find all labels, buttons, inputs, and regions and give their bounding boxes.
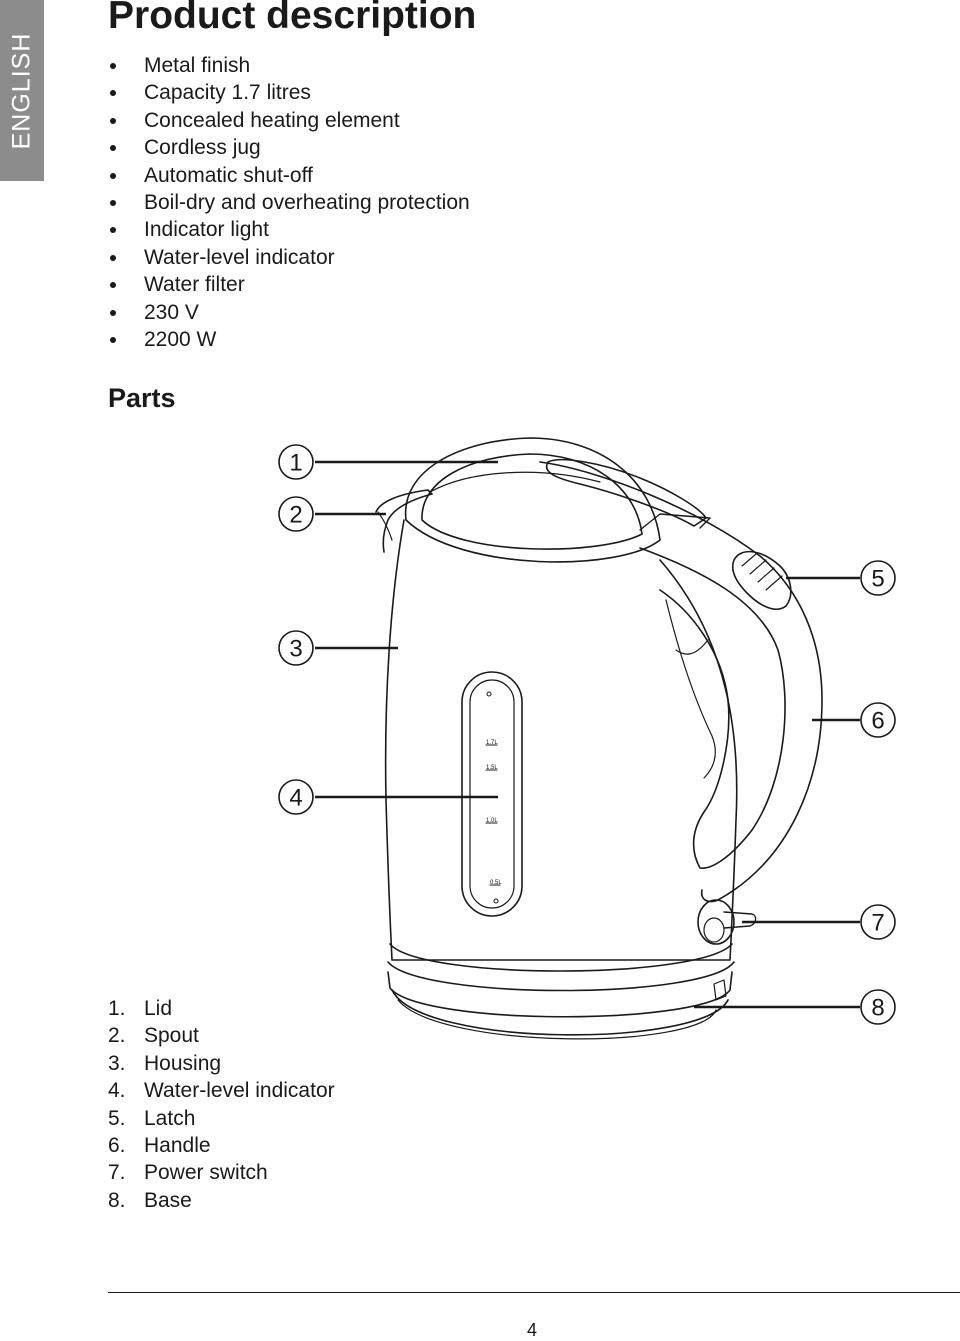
page-title: Product description: [108, 0, 477, 37]
part-item: 8. Base: [108, 1187, 335, 1214]
callout-8: 8: [860, 989, 896, 1025]
callout-markers: 1 2 3 4 5 6 7 8: [278, 444, 896, 1025]
callout-label: 4: [289, 785, 302, 812]
callout-7: 7: [860, 904, 896, 940]
feature-item: Concealed heating element: [108, 107, 470, 134]
part-item: 4. Water-level indicator: [108, 1077, 335, 1104]
part-name: Handle: [144, 1133, 211, 1157]
part-number: 6.: [108, 1133, 126, 1157]
part-number: 3.: [108, 1051, 126, 1075]
part-number: 4.: [108, 1079, 126, 1103]
part-item: 7. Power switch: [108, 1159, 335, 1186]
handle-inner: [639, 547, 786, 869]
part-name: Spout: [144, 1024, 199, 1048]
feature-item: Water-level indicator: [108, 244, 470, 271]
part-name: Lid: [144, 997, 173, 1020]
part-item: 6. Handle: [108, 1132, 335, 1159]
handle-outer: [539, 461, 823, 903]
kettle-body: [384, 519, 738, 961]
callout-2: 2: [278, 496, 314, 532]
callout-3: 3: [278, 630, 314, 666]
page-number: 4: [526, 1320, 537, 1340]
callout-5: 5: [860, 560, 896, 596]
parts-heading: Parts: [108, 383, 176, 413]
feature-item: Indicator light: [108, 216, 470, 243]
callout-label: 7: [871, 910, 884, 937]
part-name: Base: [144, 1188, 192, 1212]
kettle-base: [387, 943, 735, 1040]
gauge-mark: 1.7L: [486, 740, 498, 746]
part-number: 8.: [108, 1188, 126, 1212]
part-name: Power switch: [144, 1161, 268, 1185]
feature-item: Cordless jug: [108, 134, 470, 161]
part-number: 1.: [108, 997, 126, 1020]
footer-divider: [108, 1292, 960, 1293]
power-switch: [697, 899, 757, 945]
gauge-marks: 1.7L 1.5L 1.0L 0.5L: [486, 740, 502, 886]
water-level-window: [461, 671, 523, 917]
gauge-mark: 1.0L: [486, 818, 498, 824]
part-item: 5. Latch: [108, 1105, 335, 1132]
part-number: 2.: [108, 1024, 126, 1048]
callout-6: 6: [860, 702, 896, 738]
part-name: Latch: [144, 1106, 196, 1130]
callout-label: 3: [289, 636, 302, 663]
part-item: 2. Spout: [108, 1022, 335, 1049]
part-name: Housing: [144, 1051, 222, 1075]
feature-item: Automatic shut-off: [108, 162, 470, 189]
callout-4: 4: [278, 779, 314, 815]
part-number: 7.: [108, 1161, 126, 1185]
language-tab: ENGLISH: [0, 0, 44, 181]
callout-label: 8: [871, 995, 884, 1022]
callout-label: 5: [871, 566, 884, 593]
callout-label: 2: [289, 502, 302, 529]
feature-item: Boil-dry and overheating protection: [108, 189, 470, 216]
feature-list: Metal finish Capacity 1.7 litres Conceal…: [108, 52, 470, 353]
kettle-illustration: [375, 437, 823, 1040]
gauge-mark: 0.5L: [490, 880, 502, 886]
leader-lines: [315, 460, 860, 1009]
part-name: Water-level indicator: [144, 1079, 335, 1103]
feature-item: Capacity 1.7 litres: [108, 79, 470, 106]
part-number: 5.: [108, 1106, 126, 1130]
part-item: 1. Lid: [108, 995, 335, 1022]
feature-item: Metal finish: [108, 52, 470, 79]
feature-item: 2200 W: [108, 326, 470, 353]
feature-item: 230 V: [108, 299, 470, 326]
latch-buttons: [732, 550, 792, 610]
feature-item: Water filter: [108, 271, 470, 298]
part-item: 3. Housing: [108, 1050, 335, 1077]
handle-grip: [545, 458, 707, 527]
parts-list: 1. Lid 2. Spout 3. Housing 4. Water-level in…: [108, 995, 335, 1214]
callout-1: 1: [278, 444, 314, 480]
gauge-mark: 1.5L: [486, 765, 498, 771]
callout-label: 6: [871, 708, 884, 735]
kettle-lid: [404, 437, 661, 563]
callout-label: 1: [289, 450, 302, 477]
